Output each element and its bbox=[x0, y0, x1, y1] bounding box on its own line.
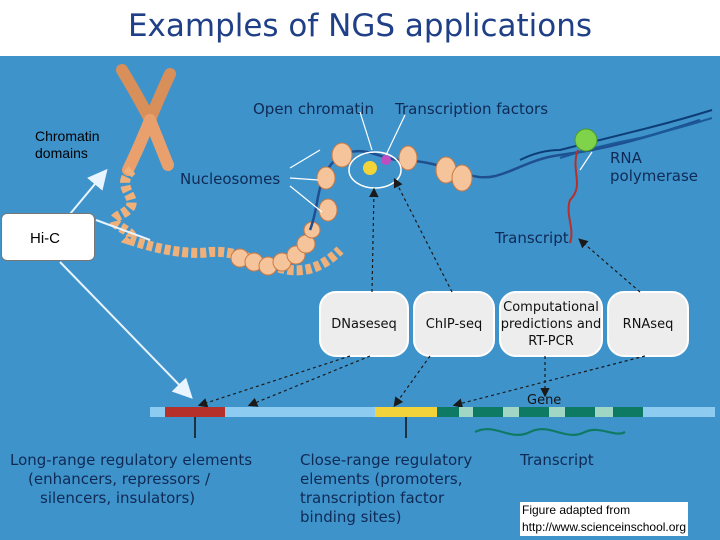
nucleosome-string bbox=[308, 118, 701, 231]
method-comp-line2: predictions and bbox=[501, 317, 602, 332]
label-gene: Gene bbox=[527, 393, 561, 408]
label-polymerase: polymerase bbox=[610, 167, 698, 185]
credit-line1: Figure adapted from bbox=[522, 503, 631, 517]
method-chipseq: ChIP-seq bbox=[426, 317, 482, 332]
rna-polymerase-icon bbox=[519, 109, 713, 244]
chromosome-icon bbox=[116, 64, 176, 176]
method-comp-line1: Computational bbox=[503, 300, 599, 315]
chromatin-fiber bbox=[109, 166, 344, 276]
open-chromatin-region bbox=[348, 151, 402, 189]
chromatin-domains-label: Chromatin domains bbox=[35, 128, 100, 162]
label-close-range-1: Close-range regulatory bbox=[300, 451, 472, 469]
label-close-range-2: elements (promoters, bbox=[300, 470, 462, 488]
label-close-range-3: transcription factor bbox=[300, 489, 445, 507]
method-arrows bbox=[197, 177, 646, 408]
label-transcript-bottom: Transcript bbox=[519, 451, 594, 469]
label-long-range-1: Long-range regulatory elements bbox=[10, 451, 252, 469]
genome-track bbox=[150, 407, 715, 438]
method-dnaseseq: DNaseseq bbox=[331, 317, 397, 332]
label-long-range-2: (enhancers, repressors / bbox=[28, 470, 211, 488]
label-close-range-4: binding sites) bbox=[300, 508, 401, 526]
label-nucleosomes: Nucleosomes bbox=[180, 170, 280, 188]
label-transcript-top: Transcript bbox=[494, 229, 569, 247]
label-open-chromatin: Open chromatin bbox=[253, 100, 374, 118]
hic-box: Hi-C bbox=[1, 213, 95, 261]
credit-line2: http://www.scienceinschool.org bbox=[522, 520, 687, 534]
label-long-range-3: silencers, insulators) bbox=[40, 489, 195, 507]
chromatin-domains-line1: Chromatin bbox=[35, 128, 100, 144]
chromatin-domains-line2: domains bbox=[35, 145, 88, 161]
label-pointers bbox=[289, 111, 593, 213]
label-transcription-factors: Transcription factors bbox=[394, 100, 548, 118]
transcription-factor-icon bbox=[363, 161, 377, 175]
method-boxes bbox=[319, 291, 689, 357]
page-title: Examples of NGS applications bbox=[127, 8, 593, 44]
hic-arrows bbox=[59, 168, 193, 399]
method-rnaseq: RNAseq bbox=[623, 317, 674, 332]
method-comp-line3: RT-PCR bbox=[528, 334, 573, 349]
label-rna: RNA bbox=[610, 149, 643, 167]
figure-credit: Figure adapted from http://www.sciencein… bbox=[520, 502, 689, 536]
